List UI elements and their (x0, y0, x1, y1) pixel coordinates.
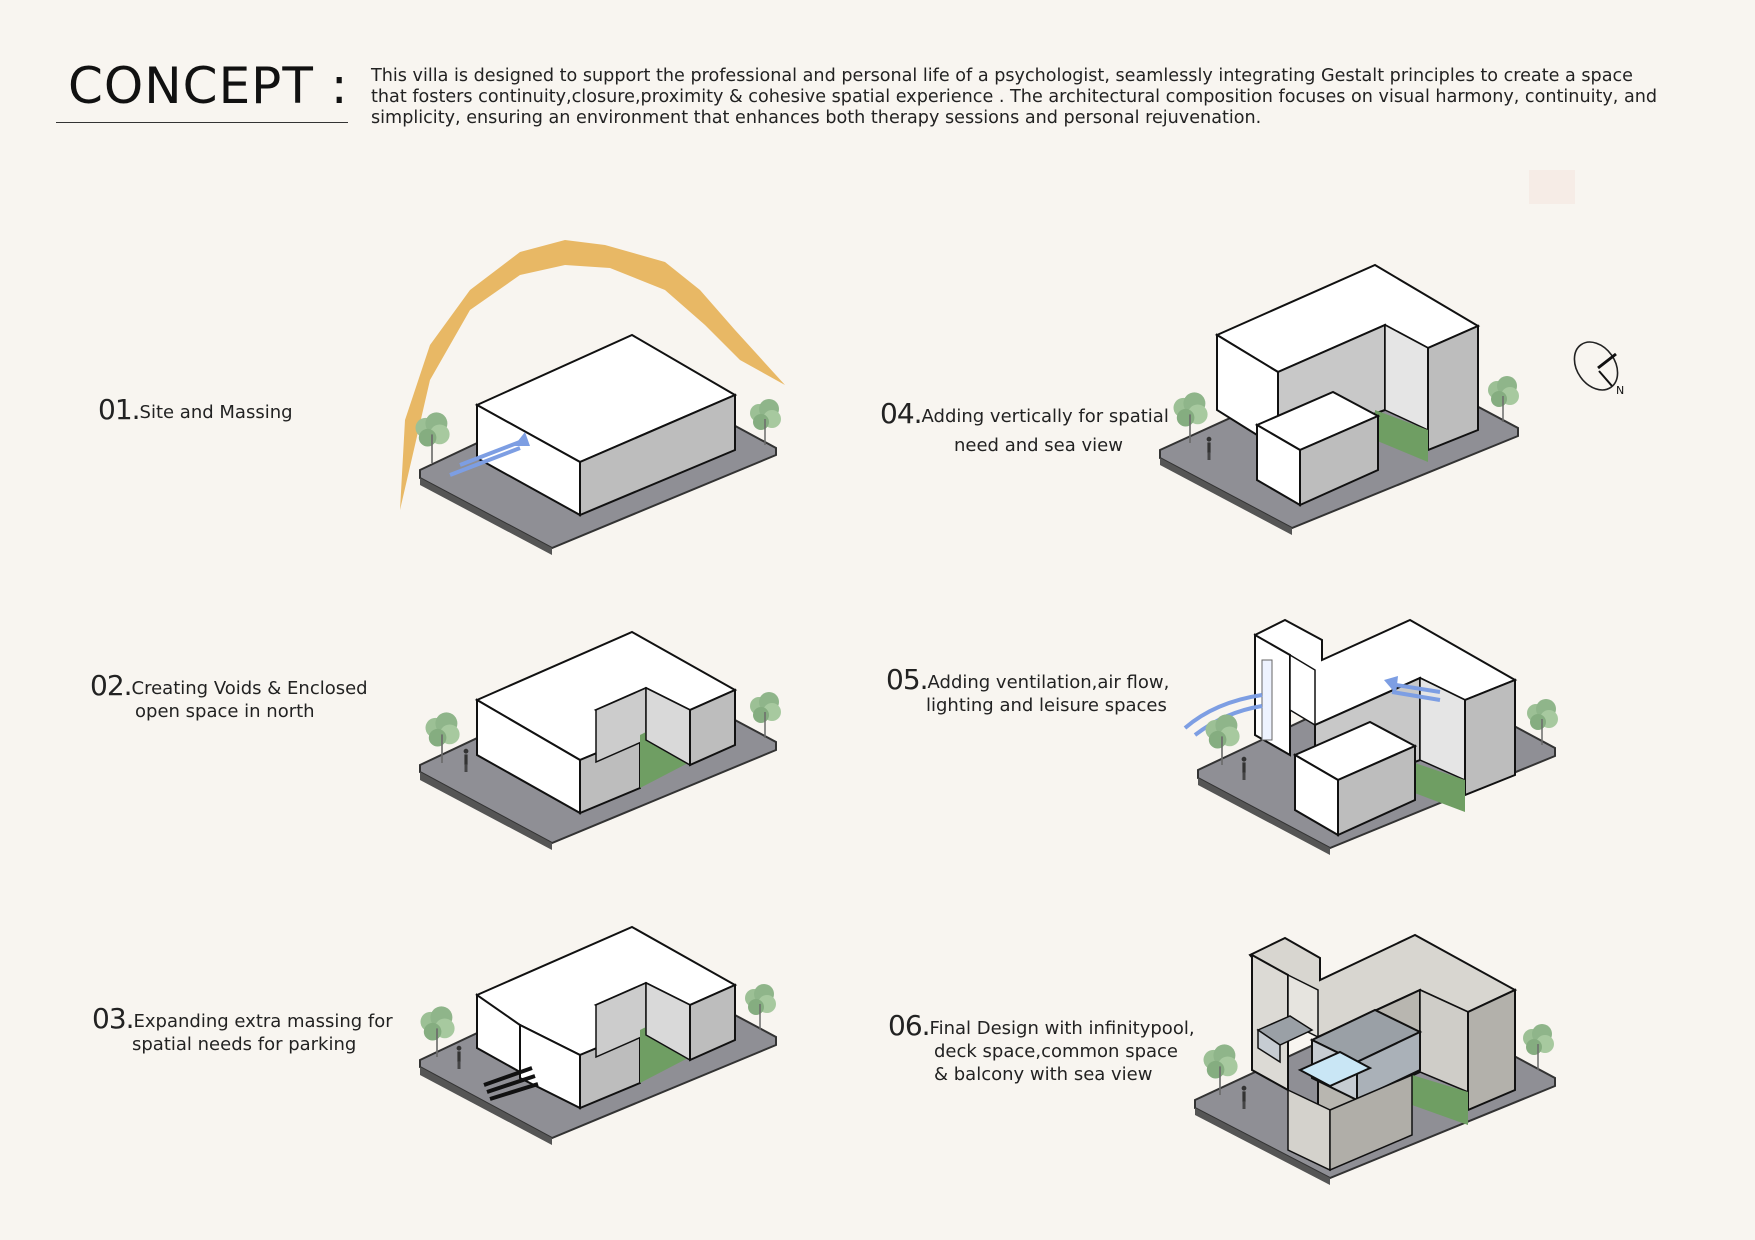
step-06-number: 06. (888, 1009, 931, 1042)
courtyard-grass (1375, 410, 1428, 462)
step-03-number: 03. (92, 1002, 135, 1035)
wind-arrow-icon (1389, 682, 1441, 702)
step-05-label: 05.Adding ventilation,air flow, lighting… (886, 666, 1170, 717)
step-02-label: 02.Creating Voids & Enclosed open space … (90, 672, 368, 723)
step-04-number: 04. (880, 397, 923, 430)
decorative-swatch (1529, 170, 1575, 204)
step-02-line1: Creating Voids & Enclosed (131, 678, 368, 699)
step-01-line1: Site and Massing (139, 402, 293, 423)
page-title: CONCEPT : (68, 57, 349, 115)
courtyard-grass (1412, 1075, 1468, 1125)
diagram-06-final-design (1194, 933, 1556, 1185)
step-06-line3: & balcony with sea view (934, 1064, 1153, 1085)
step-01-number: 01. (98, 393, 141, 426)
step-05-line2: lighting and leisure spaces (926, 695, 1167, 716)
courtyard-grass (1412, 762, 1465, 812)
diagram-03-parking (419, 925, 777, 1145)
diagram-05-ventilation (1183, 618, 1559, 855)
step-04-line1: Adding vertically for spatial (921, 406, 1169, 427)
step-05-line1: Adding ventilation,air flow, (927, 672, 1170, 693)
diagram-01-site-massing (400, 240, 785, 555)
step-04-line2: need and sea view (954, 435, 1123, 456)
wind-arrow-icon (449, 438, 526, 477)
tree-icon (414, 411, 451, 463)
step-06-line1: Final Design with infinitypool, (929, 1018, 1195, 1039)
step-04-label: 04.Adding vertically for spatial need an… (880, 400, 1169, 457)
north-compass-icon: N (1573, 341, 1624, 397)
sun-path-arc (400, 240, 785, 510)
mass-side (579, 393, 736, 517)
title-underline (56, 121, 348, 123)
intro-paragraph: This villa is designed to support the pr… (371, 66, 1658, 128)
step-03-line1: Expanding extra massing for (133, 1011, 393, 1032)
step-05-number: 05. (886, 663, 929, 696)
step-02-number: 02. (90, 669, 133, 702)
step-03-label: 03.Expanding extra massing for spatial n… (92, 1005, 393, 1056)
compass-north-label: N (1616, 384, 1624, 397)
title-block: CONCEPT : (56, 57, 349, 123)
step-03-line2: spatial needs for parking (132, 1034, 357, 1055)
step-01-label: 01.Site and Massing (98, 396, 293, 424)
diagram-04-vertical (1159, 263, 1520, 535)
infinity-pool (1297, 1050, 1373, 1088)
car-access-arrow-icon (483, 1066, 539, 1101)
diagram-02-voids (419, 630, 782, 850)
step-06-line2: deck space,common space (934, 1041, 1178, 1062)
step-06-label: 06.Final Design with infinitypool, deck … (888, 1012, 1195, 1086)
step-02-line2: open space in north (135, 701, 315, 722)
